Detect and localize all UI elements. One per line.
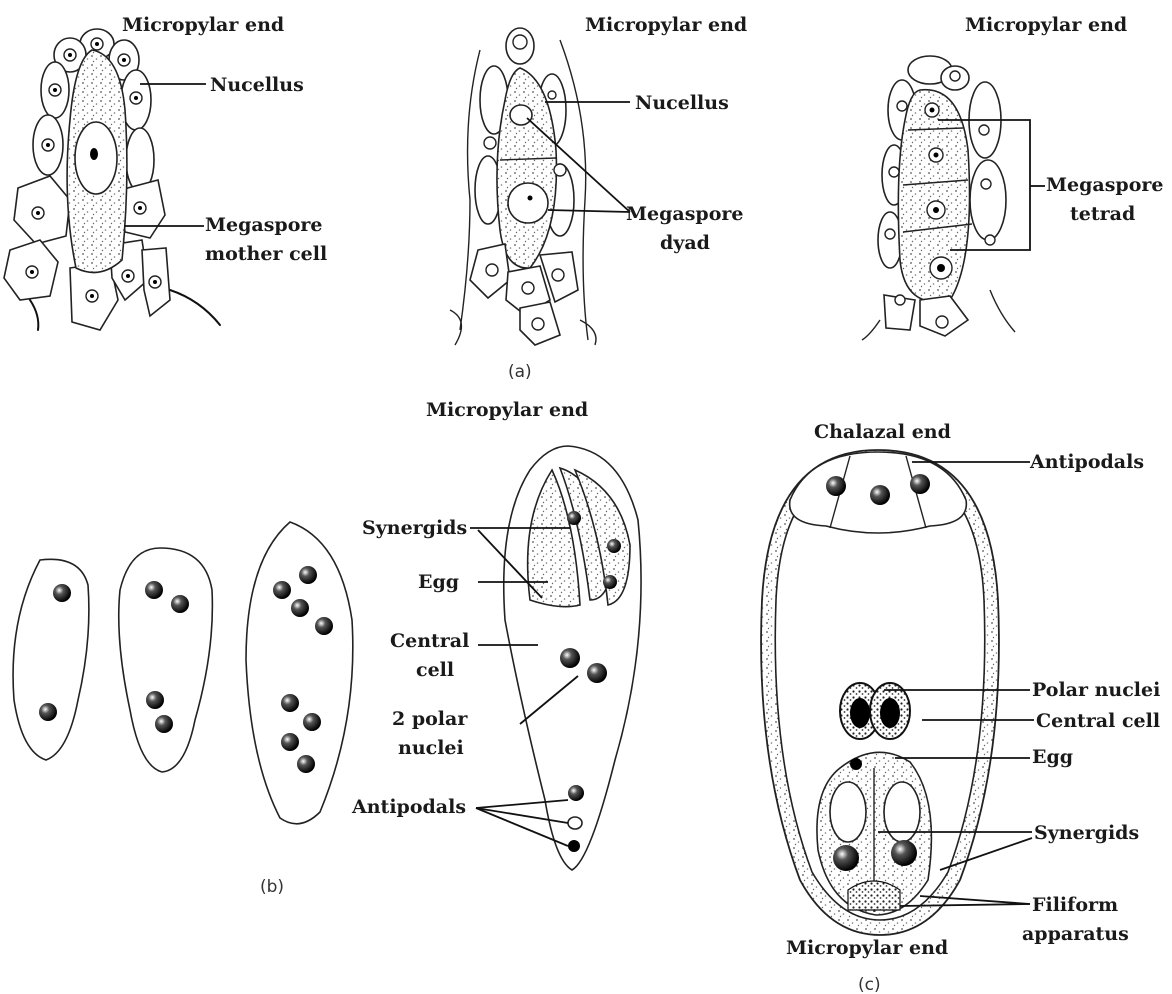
c-polar-nuclei-label: Polar nuclei: [1032, 679, 1160, 701]
a3-micropylar-end-label: Micropylar end: [965, 14, 1127, 36]
a1-mmc-label-line1: Megaspore: [205, 214, 322, 236]
a1-nucellus-label: Nucellus: [210, 74, 304, 96]
panel-b-embryo-sac-stages: Micropylar end: [13, 399, 641, 870]
caption-c: (c): [858, 975, 881, 994]
c-synergids-label: Synergids: [1034, 822, 1139, 844]
c-filiform-line1: Filiform: [1032, 894, 1118, 916]
c-micropylar-end-label: Micropylar end: [786, 937, 948, 959]
b-polar-nuclei-line2: nuclei: [398, 737, 464, 759]
a2-nucellus-label: Nucellus: [635, 92, 729, 114]
b-egg-label: Egg: [418, 571, 459, 593]
a3-tetrad-label-line1: Megaspore: [1046, 174, 1163, 196]
c-filiform-line2: apparatus: [1022, 923, 1129, 945]
a2-dyad-label-line1: Megaspore: [626, 203, 743, 225]
a1-mmc-label-line2: mother cell: [205, 243, 327, 265]
panel-a1-megaspore-mother-cell: Micropylar end: [4, 14, 327, 330]
b-central-cell-line2: cell: [416, 659, 454, 681]
b-central-cell-line1: Central: [390, 630, 469, 652]
a2-micropylar-end-label: Micropylar end: [585, 14, 747, 36]
c-egg-label: Egg: [1032, 746, 1073, 768]
panel-c-mature-embryo-sac: Chalazal end Antipodals Polar nu: [761, 421, 1160, 959]
panel-a3-megaspore-tetrad: Micropylar end Megaspore tetrad: [862, 14, 1163, 340]
c-antipodals-label: Antipodals: [1029, 451, 1144, 473]
panel-a2-megaspore-dyad: Micropylar end Nucellus Megaspore dyad: [450, 14, 747, 345]
b-polar-nuclei-line1: 2 polar: [392, 708, 468, 730]
caption-a: (a): [508, 362, 532, 382]
a1-micropylar-end-label: Micropylar end: [122, 14, 284, 36]
a3-tetrad-label-line2: tetrad: [1070, 203, 1135, 225]
b-antipodals-label: Antipodals: [351, 796, 466, 818]
a2-dyad-label-line2: dyad: [660, 232, 710, 254]
b-micropylar-end-label: Micropylar end: [426, 399, 588, 421]
c-chalazal-end-label: Chalazal end: [814, 421, 951, 443]
b-synergids-label: Synergids: [362, 517, 467, 539]
caption-b: (b): [260, 877, 284, 897]
c-central-cell-label: Central cell: [1036, 710, 1160, 732]
